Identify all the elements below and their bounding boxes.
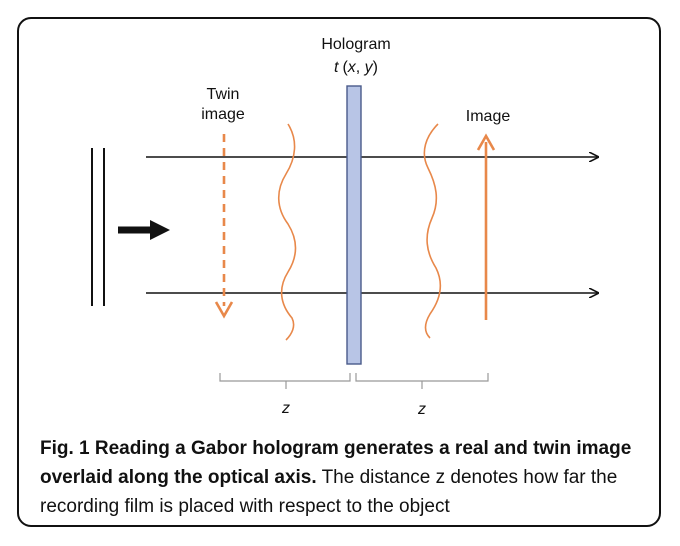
wavefront-right (423, 123, 442, 339)
distance-brace-right (355, 373, 489, 389)
distance-brace-left (219, 373, 351, 389)
distance-label-right: z (417, 401, 426, 418)
figure-caption: Fig. 1 Reading a Gabor hologram generate… (40, 434, 648, 521)
caption-body: The distance z denotes how far the recor… (40, 467, 618, 517)
twin-image-arrow (214, 134, 234, 319)
hologram-label: Hologram (321, 36, 390, 53)
hologram-function-label: t(x, y) (334, 59, 378, 76)
twin-image-label-line2: image (201, 106, 245, 123)
real-image-arrow (476, 133, 496, 320)
twin-image-label-line1: Twin (207, 86, 240, 103)
figure-frame (17, 17, 661, 527)
image-label: Image (466, 108, 511, 125)
caption-title: Fig. 1 Reading a Gabor hologram generate… (40, 438, 632, 488)
hologram-plate (346, 85, 362, 365)
distance-label-left: z (281, 400, 290, 417)
propagation-arrow (118, 220, 170, 240)
wavefront-left (277, 123, 297, 341)
